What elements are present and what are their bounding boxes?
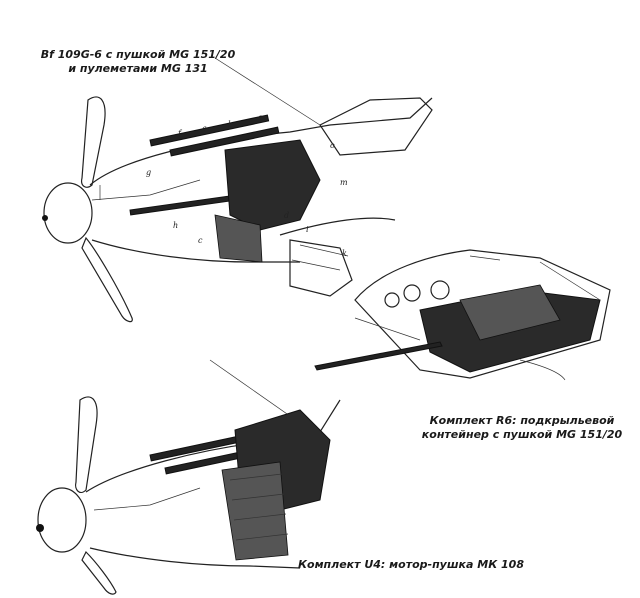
propeller-blade-bottom	[81, 236, 133, 323]
drawing-bf109g6-guns: a b c d e f g h i k m o	[42, 57, 433, 323]
propeller-spinner	[43, 182, 93, 244]
drawing-r6-gondola	[314, 249, 611, 381]
gun-mount-block	[224, 139, 321, 231]
part-label-b: b	[228, 120, 233, 129]
mk108-ammunition-box	[221, 461, 289, 561]
part-label-d: d	[284, 211, 289, 220]
part-label-k: k	[342, 249, 347, 258]
mg131-gun-right	[169, 126, 280, 157]
mg131-gun-left	[149, 114, 270, 147]
part-label-g: g	[146, 168, 151, 177]
canopy	[319, 97, 433, 156]
caption-r6: Комплект R6: подкрыльевой контейнер с пу…	[408, 414, 636, 442]
part-label-h: h	[173, 221, 178, 230]
fuselage-bottom-2	[89, 547, 301, 569]
propeller-blade-bottom-2	[81, 550, 117, 595]
part-label-f: f	[177, 129, 183, 138]
fuselage-bottom	[91, 239, 300, 263]
part-label-c: c	[198, 236, 203, 245]
part-label-e: e	[258, 113, 263, 122]
part-label-i: i	[306, 225, 309, 234]
propeller-spinner-2	[37, 487, 87, 553]
part-label-m: m	[340, 178, 348, 187]
mg151-gondola-barrel	[314, 341, 443, 371]
wing-outline	[354, 249, 611, 379]
propeller-blade-top	[81, 96, 106, 188]
caption-u4-line1: Комплект U4: мотор-пушка МК 108	[298, 558, 524, 571]
part-label-a: a	[202, 124, 207, 133]
caption-bf109g6-line2: и пулеметами MG 131	[68, 62, 208, 75]
caption-r6-line2: контейнер с пушкой MG 151/20	[421, 428, 623, 441]
part-label-o: o	[330, 141, 335, 150]
caption-bf109g6-line1: Bf 109G-6 с пушкой MG 151/20	[40, 48, 236, 61]
caption-r6-line1: Комплект R6: подкрыльевой	[429, 414, 615, 427]
caption-bf109g6: Bf 109G-6 с пушкой MG 151/20 и пулеметам…	[28, 48, 248, 76]
caption-u4: Комплект U4: мотор-пушка МК 108	[296, 558, 526, 572]
drawing-u4-mk108	[36, 359, 341, 595]
ammunition-box	[214, 214, 263, 263]
propeller-blade-top-2	[75, 396, 98, 494]
ammunition-magazine	[289, 239, 353, 297]
